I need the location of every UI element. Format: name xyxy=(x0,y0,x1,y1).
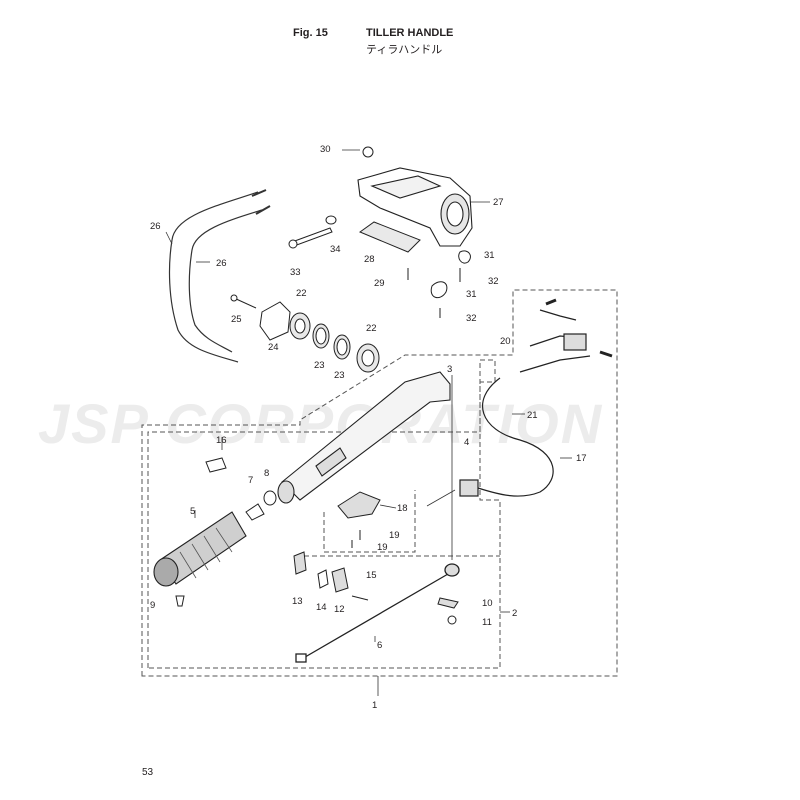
throttle-cables xyxy=(168,189,271,363)
tiller-arm xyxy=(277,371,451,504)
figure-title-japanese: ティラハンドル xyxy=(366,44,443,56)
callout-31b: 31 xyxy=(466,289,477,300)
callout-7: 7 xyxy=(248,475,253,486)
callout-9: 9 xyxy=(150,600,155,611)
callout-22a: 22 xyxy=(296,288,307,299)
callout-12: 12 xyxy=(334,604,345,615)
callout-10: 10 xyxy=(482,598,493,609)
callout-33: 33 xyxy=(290,267,301,278)
lower-small-parts xyxy=(293,551,459,625)
throttle-shaft xyxy=(295,563,460,663)
wire-harness xyxy=(459,298,613,497)
tiller-bracket xyxy=(357,167,473,247)
callout-32a: 32 xyxy=(488,276,499,287)
callout-16: 16 xyxy=(216,435,227,446)
callout-26a: 26 xyxy=(150,221,161,232)
bushings xyxy=(289,312,380,373)
callout-labels: 1 2 3 4 5 6 7 8 9 10 11 12 13 14 15 16 1… xyxy=(150,144,587,711)
callout-21: 21 xyxy=(527,410,538,421)
callout-27: 27 xyxy=(493,197,504,208)
callout-23a: 23 xyxy=(314,360,325,371)
callout-31a: 31 xyxy=(484,250,495,261)
callout-18: 18 xyxy=(397,503,408,514)
callout-26b: 26 xyxy=(216,258,227,269)
callout-3: 3 xyxy=(447,364,452,375)
callout-4: 4 xyxy=(464,437,469,448)
watermark: JSP CORPORATION xyxy=(38,392,603,455)
callout-22b: 22 xyxy=(366,323,377,334)
callout-24: 24 xyxy=(268,342,279,353)
callout-6: 6 xyxy=(377,640,382,651)
fasteners xyxy=(288,146,471,318)
stop-switch xyxy=(337,491,381,548)
leader-lines xyxy=(165,149,572,696)
callout-8: 8 xyxy=(264,468,269,479)
callout-14: 14 xyxy=(316,602,327,613)
callout-19b: 19 xyxy=(377,542,388,553)
callout-23b: 23 xyxy=(334,370,345,381)
callout-13: 13 xyxy=(292,596,303,607)
callout-19a: 19 xyxy=(389,530,400,541)
callout-17: 17 xyxy=(576,453,587,464)
page-number: 53 xyxy=(142,767,154,778)
grip-small-parts xyxy=(175,457,277,607)
flange-and-bolt xyxy=(230,294,291,341)
callout-15: 15 xyxy=(366,570,377,581)
page-header: Fig. 15 TILLER HANDLE ティラハンドル xyxy=(0,24,800,64)
callout-34: 34 xyxy=(330,244,341,255)
callout-20: 20 xyxy=(500,336,511,347)
figure-title: TILLER HANDLE xyxy=(366,27,454,39)
callout-5: 5 xyxy=(190,506,195,517)
callout-25: 25 xyxy=(231,314,242,325)
pivot-plate xyxy=(358,221,421,253)
figure-number: Fig. 15 xyxy=(293,27,328,39)
callout-29: 29 xyxy=(374,278,385,289)
callout-30: 30 xyxy=(320,144,331,155)
callout-32b: 32 xyxy=(466,313,477,324)
callout-1: 1 xyxy=(372,700,377,711)
assembly-frames xyxy=(141,289,618,677)
callout-2: 2 xyxy=(512,608,517,619)
callout-11: 11 xyxy=(482,617,492,628)
throttle-grip xyxy=(153,511,247,587)
callout-28: 28 xyxy=(364,254,375,265)
